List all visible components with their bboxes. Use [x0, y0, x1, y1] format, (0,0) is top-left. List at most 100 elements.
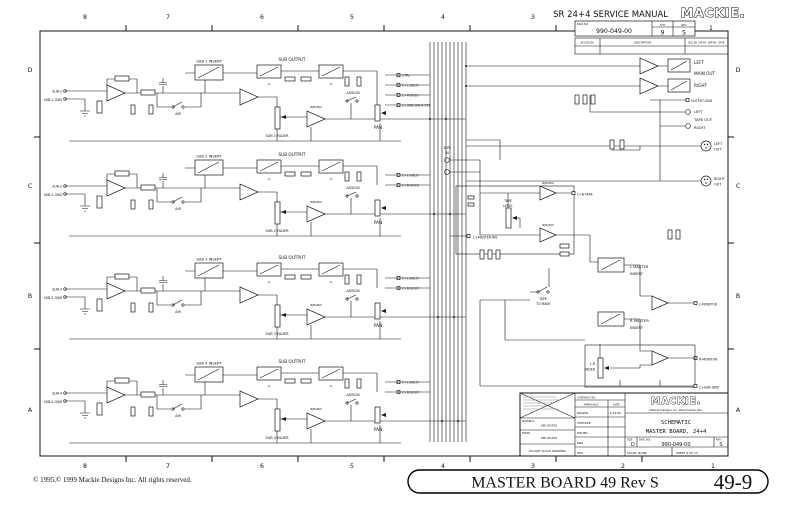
grid-label: B	[736, 293, 740, 300]
drawing-title-1: SCHEMATIC	[661, 420, 691, 426]
grid-label: 7	[166, 14, 170, 21]
page-footer: © 1995,© 1999 Mackie Designs Inc. All ri…	[33, 469, 769, 494]
drawing-frame	[34, 25, 734, 462]
conn-label: C+L-SOLO	[402, 277, 419, 281]
dwg-number: 990-049-00	[661, 442, 690, 448]
conn-label: C+R-SOLO	[402, 184, 419, 188]
right-out-label: RIGHT	[714, 177, 726, 181]
title-block: MATERIAL SEE NOTES FINISH SEE NOTES DO N…	[519, 392, 729, 457]
insert-label: SUB 1 INSERT	[196, 60, 222, 64]
rev-col-approvals: REL BY, DR BY, APP BY, DATE	[688, 41, 724, 45]
switch-icon	[171, 294, 359, 307]
switch-icon	[171, 191, 359, 204]
main-out-right-label: RIGHT	[694, 83, 708, 88]
grid-label: 5	[350, 463, 354, 470]
drawn-date: 4-24-95	[610, 411, 621, 415]
dwg-label: DWG NO.	[639, 438, 651, 442]
main-out-label: MAIN OUT	[694, 71, 716, 76]
eng-label: ENG	[577, 441, 583, 445]
air-label: AIR	[175, 207, 181, 211]
fader-icon	[274, 302, 386, 328]
terminal-icon	[466, 234, 471, 238]
size-value: D	[631, 442, 635, 448]
sub-channel-strip-1: SUB-1 SUB-1-GND SUB 1 INSERT SUB OUTPUT …	[44, 57, 431, 142]
terminal-icon	[693, 384, 698, 388]
fader-icon	[505, 207, 517, 229]
sheet-label: SHT	[660, 23, 665, 27]
insert-label: SUB 4 INSERT	[196, 362, 222, 366]
grid-label: 6	[260, 463, 264, 470]
jack-mark: -5-	[329, 384, 333, 388]
revision-table: ECO(N.CH) DESCRIPTION REL BY, DR BY, APP…	[574, 37, 729, 55]
resistor-icon	[96, 75, 362, 115]
tape-level-label: TAPE	[503, 199, 512, 203]
rev-col-description: DESCRIPTION	[634, 41, 651, 45]
doc-number-label: DWG NO.	[577, 22, 589, 26]
finish-label: FINISH	[522, 431, 530, 435]
conn-label: C+L-SOLO	[402, 174, 419, 178]
grid-label: 8	[83, 14, 87, 21]
l-master-insert-label: L MASTER	[630, 265, 649, 269]
contract-label: CONTRACT NO	[577, 396, 595, 400]
monitor-circuit-box	[584, 344, 696, 388]
grid-label: 1	[709, 25, 713, 32]
tape-to-main-label2: TO MAIN	[535, 302, 550, 306]
grid-column-labels-top: 8 7 6 5 4 3 1	[83, 14, 713, 32]
jack-mark: -2-	[267, 82, 271, 86]
grid-label: 7	[166, 463, 170, 470]
lr-fader-label2: FADER	[585, 368, 596, 372]
sub-output-label: SUB OUTPUT	[279, 359, 306, 364]
r-monitor-label: R-MONITOR	[699, 358, 718, 362]
assign-label: ASSIGN	[346, 393, 360, 397]
sheet-number: 9	[661, 30, 665, 37]
tape-out-left-label: LEFT	[694, 110, 703, 114]
sheet-note: SHEET 9 OF 13	[676, 451, 698, 455]
conn-label: C+SUB-SOLO-CTL	[402, 104, 431, 108]
jack-mark: -5-	[329, 280, 333, 284]
mackie-logo-small: MACKIE.	[651, 396, 701, 407]
page-number: 49-9	[714, 470, 753, 494]
rev-label: REV	[716, 438, 721, 442]
switch-icon	[171, 398, 359, 411]
terminal-icon	[396, 380, 401, 394]
jack-icon	[194, 366, 344, 383]
resistor-icon	[96, 273, 362, 313]
terminal-icon	[693, 356, 698, 360]
mfg-label: MFG	[577, 451, 583, 455]
grid-label: B	[28, 293, 32, 300]
jack-mark: -5-	[329, 82, 333, 86]
sub-channel-strip-2: SUB-2 SUB-2-GND SUB 2 INSERT SUB OUTPUT …	[44, 152, 419, 237]
terminal-icon	[396, 173, 401, 187]
rca-jack-icon	[685, 109, 691, 129]
insert-label: SUB 3 INSERT	[196, 258, 222, 262]
conn-label: CTRL	[402, 74, 410, 78]
grid-label: 4	[441, 14, 445, 21]
conn-label: C+L-SOLO	[402, 381, 419, 385]
resistor-icon	[96, 170, 362, 210]
doc-number: 990-049-00	[596, 28, 632, 35]
jack-mark: -2-	[267, 384, 271, 388]
sheet-header: SR 24+4 SERVICE MANUAL MACKIE. DWG NO. 9…	[553, 5, 745, 37]
r-master-insert-label: R MASTER	[630, 319, 649, 323]
conn-label: C+R-SOLO	[402, 391, 419, 395]
input-gnd-label: SUB-2-GND	[44, 193, 63, 197]
assign-label: ASSIGN	[346, 91, 360, 95]
pan-label: PAN	[374, 220, 382, 225]
grid-label: 3	[531, 14, 535, 21]
fader-icon	[274, 104, 386, 130]
board-title: MASTER BOARD 49 Rev S	[471, 475, 659, 492]
circuit-detail	[466, 94, 681, 387]
rev-label: REV	[681, 23, 686, 27]
l-monitor-label: L-MONITOR	[699, 303, 718, 307]
drawing-title-2: MASTER BOARD, 24+4	[646, 429, 707, 435]
left-out-label2: OUT	[714, 148, 722, 152]
tape-level-label2: LEVEL	[503, 204, 513, 208]
grid-column-labels-bottom: 8 7 6 5 4 3 2 1	[83, 463, 715, 470]
rev-col-eco: ECO(N.CH)	[581, 41, 595, 45]
air-label: AIR	[175, 414, 181, 418]
opamp-icon	[106, 84, 326, 128]
master-section: LEFT MAIN OUT RIGHT OUTPUT-GND LEFT TAPE…	[442, 57, 726, 390]
b-tape-label: C+B-TAPE	[577, 193, 593, 197]
